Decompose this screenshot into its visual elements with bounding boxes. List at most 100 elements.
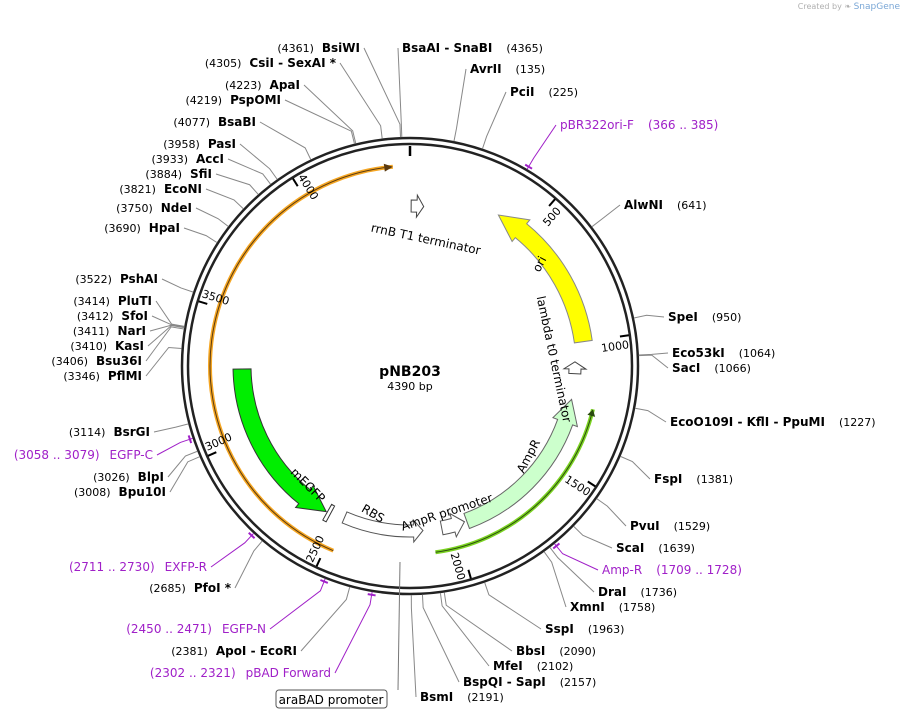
site-pasi[interactable]: (3958) PasI bbox=[163, 137, 236, 151]
label-position: (3821) bbox=[119, 183, 156, 196]
restriction-sites: BsaAI - SnaBI (4365) AvrII(135) PciI(225) Al… bbox=[51, 41, 875, 704]
site-apoi-ecori[interactable]: (2381)ApoI - EcoRI bbox=[171, 644, 297, 658]
site-hpai[interactable]: (3690)HpaI bbox=[104, 221, 180, 235]
site-ecoo109i-kfli-ppumi[interactable]: EcoO109I - KflI - PpuMI(1227) bbox=[670, 415, 876, 429]
site-leader-bspqi-sapi bbox=[421, 594, 460, 683]
label-position: (366 .. 385) bbox=[648, 118, 718, 132]
label-name: NdeI bbox=[161, 201, 192, 215]
primer-pbr322ori-f[interactable]: pBR322ori-F (366 .. 385) bbox=[560, 118, 718, 132]
orf-arc-green-head bbox=[587, 409, 596, 417]
site-pshai[interactable]: (3522)PshAI bbox=[75, 272, 158, 286]
label-position: (3058 .. 3079) bbox=[14, 448, 100, 462]
site-acci[interactable]: (3933)AccI bbox=[151, 152, 224, 166]
site-ndei[interactable]: (3750)NdeI bbox=[116, 201, 192, 215]
label-name: EcoO109I - KflI - PpuMI bbox=[670, 415, 825, 429]
label-name: KasI bbox=[115, 339, 144, 353]
site-apai[interactable]: (4223)ApaI bbox=[225, 78, 300, 92]
feature-rbs[interactable] bbox=[322, 503, 336, 523]
label-name: BsaBI bbox=[218, 115, 256, 129]
site-bsu36i[interactable]: (3406)Bsu36I bbox=[51, 354, 142, 368]
feature-ori[interactable] bbox=[497, 214, 593, 344]
site-bpu10i[interactable]: (3008)Bpu10I bbox=[74, 485, 166, 499]
primer-mark-amp-r bbox=[552, 542, 561, 550]
site-saci[interactable]: SacI(1066) bbox=[672, 361, 751, 375]
site-csii-sexai[interactable]: (4305)CsiI - SexAI * bbox=[205, 56, 337, 70]
site-sfii[interactable]: (3884)SfiI bbox=[145, 167, 212, 181]
site-scai[interactable]: ScaI(1639) bbox=[616, 541, 695, 555]
site-bsabi[interactable]: (4077)BsaBI bbox=[173, 115, 256, 129]
label-position: (1758) bbox=[619, 601, 656, 614]
site-leader-bbsi bbox=[443, 592, 513, 652]
site-pvui[interactable]: PvuI(1529) bbox=[630, 519, 710, 533]
site-nari[interactable]: (3411)NarI bbox=[73, 324, 146, 338]
label-position: (3414) bbox=[73, 295, 110, 308]
site-alwni[interactable]: AlwNI(641) bbox=[624, 198, 707, 212]
site-pluti[interactable]: (3414)PluTI bbox=[73, 294, 152, 308]
primer-exfp-r[interactable]: (2711 .. 2730)EXFP-R bbox=[69, 560, 207, 574]
site-leader-apai bbox=[303, 84, 357, 144]
primer-leader-egfp-n bbox=[269, 578, 326, 630]
label-position: (2102) bbox=[537, 660, 574, 673]
site-blpi[interactable]: (3026)BlpI bbox=[93, 470, 164, 484]
label-position: (1064) bbox=[739, 347, 776, 360]
label-name: SpeI bbox=[668, 310, 698, 324]
label-name: pBR322ori-F bbox=[560, 118, 634, 132]
site-drai[interactable]: DraI(1736) bbox=[598, 585, 677, 599]
feature-lambda-t0-terminator[interactable] bbox=[562, 361, 588, 375]
primer-sites: pBR322ori-F (366 .. 385) Amp-R(1709 .. 172… bbox=[14, 118, 742, 680]
label-name: BsaAI - SnaBI bbox=[402, 41, 492, 55]
site-leader-acci bbox=[227, 158, 272, 185]
site-sspi[interactable]: SspI(1963) bbox=[545, 622, 624, 636]
site-kasi[interactable]: (3410)KasI bbox=[70, 339, 144, 353]
site-fspi[interactable]: FspI(1381) bbox=[654, 472, 733, 486]
site-leader-spei bbox=[633, 314, 665, 319]
primer-egfp-c[interactable]: (3058 .. 3079)EGFP-C bbox=[14, 448, 153, 462]
primer-pbad-forward[interactable]: (2302 .. 2321)pBAD Forward bbox=[150, 666, 331, 680]
site-xmni[interactable]: XmnI(1758) bbox=[570, 600, 655, 614]
feature-ampr-promoter[interactable] bbox=[439, 512, 466, 539]
site-bsaai-snabi[interactable]: BsaAI - SnaBI (4365) bbox=[402, 41, 543, 55]
site-mfei[interactable]: MfeI(2102) bbox=[493, 659, 573, 673]
label-position: (4365) bbox=[506, 42, 543, 55]
site-leader-bsrgi bbox=[153, 423, 189, 433]
site-leader-bsaai-snabi bbox=[397, 47, 403, 138]
label-position: (2302 .. 2321) bbox=[150, 666, 236, 680]
site-leader-csii-sexai bbox=[339, 62, 383, 139]
site-leader-pshai bbox=[161, 278, 194, 293]
scale-tick-label: 1500 bbox=[562, 473, 593, 499]
credit-label: Created by ❧ SnapGene bbox=[798, 2, 900, 12]
site-bsrgi[interactable]: (3114)BsrGI bbox=[69, 425, 150, 439]
label-ori: ori bbox=[530, 254, 550, 274]
primer-mark-pbad-forward bbox=[367, 593, 376, 597]
orf-arc-orange-head bbox=[383, 163, 393, 172]
site-econi[interactable]: (3821)EcoNI bbox=[119, 182, 202, 196]
primer-egfp-n[interactable]: (2450 .. 2471)EGFP-N bbox=[126, 622, 266, 636]
site-bbsi[interactable]: BbsI(2090) bbox=[516, 644, 596, 658]
site-sfoi[interactable]: (3412)SfoI bbox=[77, 309, 148, 323]
site-bspqi-sapi[interactable]: BspQI - SapI(2157) bbox=[463, 675, 596, 689]
feature-arabad-arrow[interactable] bbox=[341, 511, 424, 544]
label-position: (950) bbox=[712, 311, 742, 324]
site-pfoi[interactable]: (2685)PfoI * bbox=[149, 581, 231, 595]
feature-megfp[interactable] bbox=[232, 368, 328, 513]
site-spei[interactable]: SpeI (950) bbox=[668, 310, 741, 324]
site-pflmi[interactable]: (3346)PflMI bbox=[63, 369, 142, 383]
label-name: PflMI bbox=[108, 369, 142, 383]
site-eco53ki[interactable]: Eco53kI(1064) bbox=[672, 346, 775, 360]
feature-ampr[interactable] bbox=[463, 398, 579, 530]
label-position: (3884) bbox=[145, 168, 182, 181]
site-bsiwi[interactable]: (4361)BsiWI bbox=[277, 41, 360, 55]
label-position: (2711 .. 2730) bbox=[69, 560, 155, 574]
site-pcii[interactable]: PciI(225) bbox=[510, 85, 578, 99]
site-avrii[interactable]: AvrII(135) bbox=[470, 62, 545, 76]
site-leader-bsmi bbox=[410, 594, 417, 698]
site-pspomi[interactable]: (4219)PspOMI bbox=[185, 93, 281, 107]
label-name: PasI bbox=[208, 137, 236, 151]
primer-amp-r[interactable]: Amp-R(1709 .. 1728) bbox=[602, 563, 742, 577]
scale-tick bbox=[292, 178, 299, 187]
label-position: (3958) bbox=[163, 138, 200, 151]
site-leader-pcii bbox=[482, 91, 507, 149]
site-bsmi[interactable]: BsmI(2191) bbox=[420, 690, 504, 704]
backbone-inner-circle bbox=[186, 142, 634, 590]
feature-rrnb-t1-terminator[interactable] bbox=[410, 193, 425, 219]
